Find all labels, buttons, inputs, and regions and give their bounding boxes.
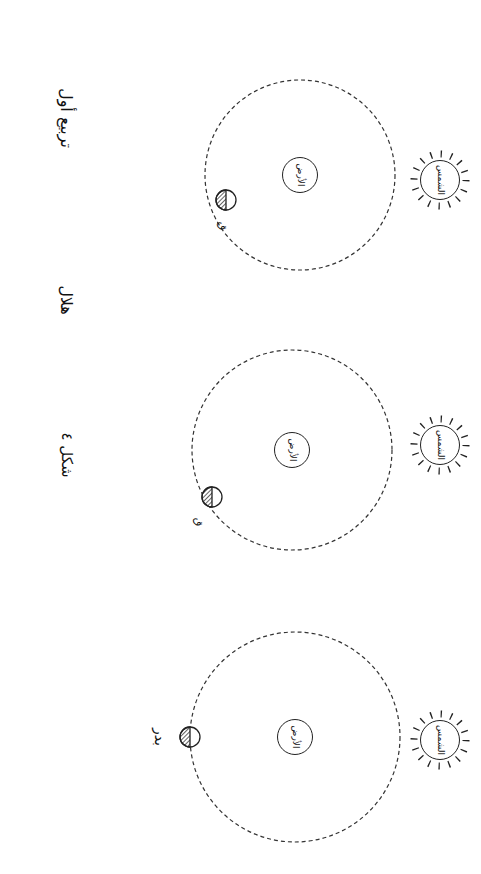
sun-circle: الشمس — [420, 425, 460, 465]
moon-letter: ق — [193, 518, 204, 527]
sun-circle: الشمس — [420, 720, 460, 760]
phase-title: تربيع أول — [58, 88, 74, 148]
earth-circle: الأرض — [282, 157, 318, 193]
moon-orbit — [190, 632, 400, 842]
earth-circle: الأرض — [277, 719, 313, 755]
sun-rays — [414, 714, 466, 766]
phase-title: هلال — [58, 285, 74, 315]
sun-rays — [414, 419, 466, 471]
sun-rays — [414, 154, 466, 206]
phase-title: بدر — [153, 728, 167, 746]
moon-letter: ق — [217, 222, 228, 231]
node-label: الشمس — [436, 165, 445, 195]
node-label: الشمس — [436, 430, 445, 460]
node-label: الأرض — [296, 164, 305, 187]
moon-orbit — [192, 350, 392, 550]
moon — [180, 727, 200, 747]
node-label: الأرض — [288, 439, 297, 462]
moon — [202, 487, 222, 507]
sun-circle: الشمس — [420, 160, 460, 200]
moon — [216, 190, 236, 210]
node-label: الأرض — [291, 726, 300, 749]
earth-circle: الأرض — [274, 432, 310, 468]
node-label: الشمس — [436, 725, 445, 755]
figure-number: شكل ٤ — [59, 432, 74, 477]
moon-orbit — [205, 80, 395, 270]
